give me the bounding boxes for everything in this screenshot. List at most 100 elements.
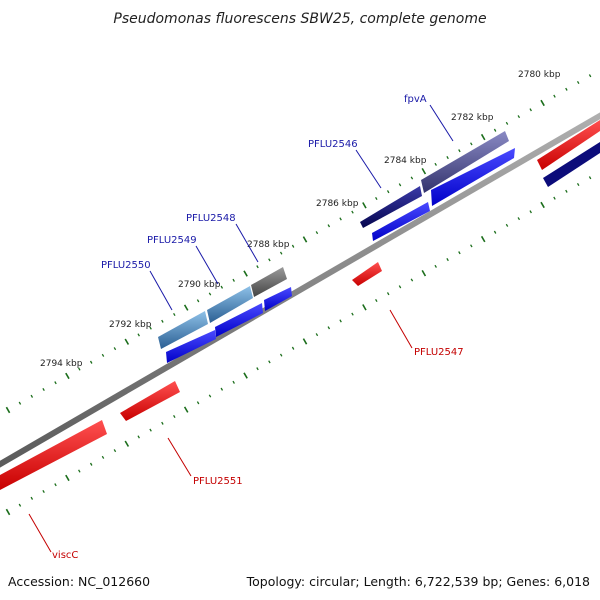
outer-tick [279,251,283,255]
inner-tick [243,372,248,379]
inner-tick [54,483,57,487]
inner-tick [196,401,200,405]
inner-tick [327,326,331,330]
outer-tick [446,155,449,160]
inner-tick [256,367,259,371]
outer-tick [458,149,461,153]
outer-tick [42,387,45,392]
outer-tick [517,115,521,119]
outer-tick [196,299,200,303]
inner-tick [183,406,189,413]
outer-tick [161,319,164,323]
leader-line-pflu2546 [355,149,382,189]
outer-tick [256,265,259,269]
gene-label-pflu2549[interactable]: PFLU2549 [147,235,197,246]
leader-line-fpva [429,104,454,142]
inner-tick [173,414,176,419]
gene-label-pflu2546[interactable]: PFLU2546 [308,139,358,150]
inner-tick [113,449,117,453]
gene-pflu2550[interactable] [158,311,208,349]
gene-pflu2546[interactable] [360,186,422,228]
inner-tick [5,508,11,516]
forward-cds-fpva[interactable] [431,148,515,206]
outer-tick [243,270,248,277]
outer-tick [339,217,342,221]
inner-tick [398,285,402,289]
outer-tick [54,381,57,385]
outer-tick [493,128,497,132]
inner-tick [540,201,545,209]
outer-tick [434,162,437,166]
inner-tick [89,462,93,466]
outer-tick [386,190,390,194]
outer-tick [398,183,402,187]
inner-tick [279,353,283,357]
inner-tick [553,196,556,200]
tick-label-2782: 2782 kbp [451,113,494,123]
outer-tick [149,326,152,330]
gene-pflu2549[interactable] [207,286,253,323]
leader-line-pflu2548 [235,223,259,263]
leader-line-pflu2551 [167,437,192,477]
inner-tick [315,333,319,337]
gene-label-fpva[interactable]: fpvA [404,94,427,105]
gene-label-pflu2548[interactable]: PFLU2548 [186,213,236,224]
inner-tick [505,223,509,227]
inner-tick [421,270,427,277]
outer-tick [291,244,295,248]
outer-tick [268,258,271,262]
outer-tick [124,338,130,345]
genome-backbone [0,112,600,468]
outer-tick [421,168,427,175]
outer-tick [220,285,224,289]
outer-tick [302,236,308,243]
forward-cds-pflu2550[interactable] [166,330,216,363]
inner-tick [351,312,354,316]
tick-label-2784: 2784 kbp [384,156,427,166]
inner-tick [493,230,497,234]
genome-summary-text: Topology: circular; Length: 6,722,539 bp… [246,574,590,589]
gene-label-pflu2547[interactable]: PFLU2547 [414,347,464,358]
outer-tick [232,278,235,282]
gene-fpva[interactable] [421,131,509,193]
outer-tick [101,353,105,357]
inner-tick [220,387,224,391]
inner-tick [362,304,367,311]
reverse-gene-labels: PFLU2547 PFLU2551 viscC [28,309,464,561]
tick-label-2790: 2790 kbp [178,280,221,290]
outer-tick [89,360,93,364]
reverse-cds-offscreen[interactable] [537,120,600,170]
reverse-cds-pflu2551[interactable] [120,381,180,421]
tick-label-2786: 2786 kbp [316,199,359,209]
outer-tick [470,142,473,146]
reverse-cds-pflu2547[interactable] [352,262,382,286]
inner-tick [339,319,342,323]
tick-label-2780: 2780 kbp [518,70,561,80]
outer-tick [410,176,414,180]
forward-cds-pflu2546[interactable] [372,202,430,241]
leader-line-pflu2550 [149,270,173,311]
inner-tick [268,360,271,364]
gene-label-pflu2550[interactable]: PFLU2550 [101,260,151,271]
inner-tick [565,189,568,193]
gene-label-viscc[interactable]: viscC [52,550,78,561]
inner-tick [302,338,308,345]
forward-cds-offscreen[interactable] [543,142,600,187]
gene-label-pflu2551[interactable]: PFLU2551 [193,476,243,487]
reverse-cds-viscc[interactable] [0,420,107,490]
outer-tick [208,292,212,296]
inner-tick [232,380,235,384]
inner-tick [386,292,390,296]
forward-cds-pflu2549[interactable] [215,303,263,337]
gene-pflu2548[interactable] [251,267,287,297]
inner-tick [410,278,414,282]
forward-cds-pflu2548[interactable] [264,287,292,311]
tick-label-2794: 2794 kbp [40,359,83,369]
inner-tick [30,496,34,500]
inner-tick [588,176,592,180]
inner-tick [434,264,437,268]
outer-tick [480,133,486,141]
outer-tick [362,202,367,209]
tick-label-2788: 2788 kbp [247,240,290,250]
